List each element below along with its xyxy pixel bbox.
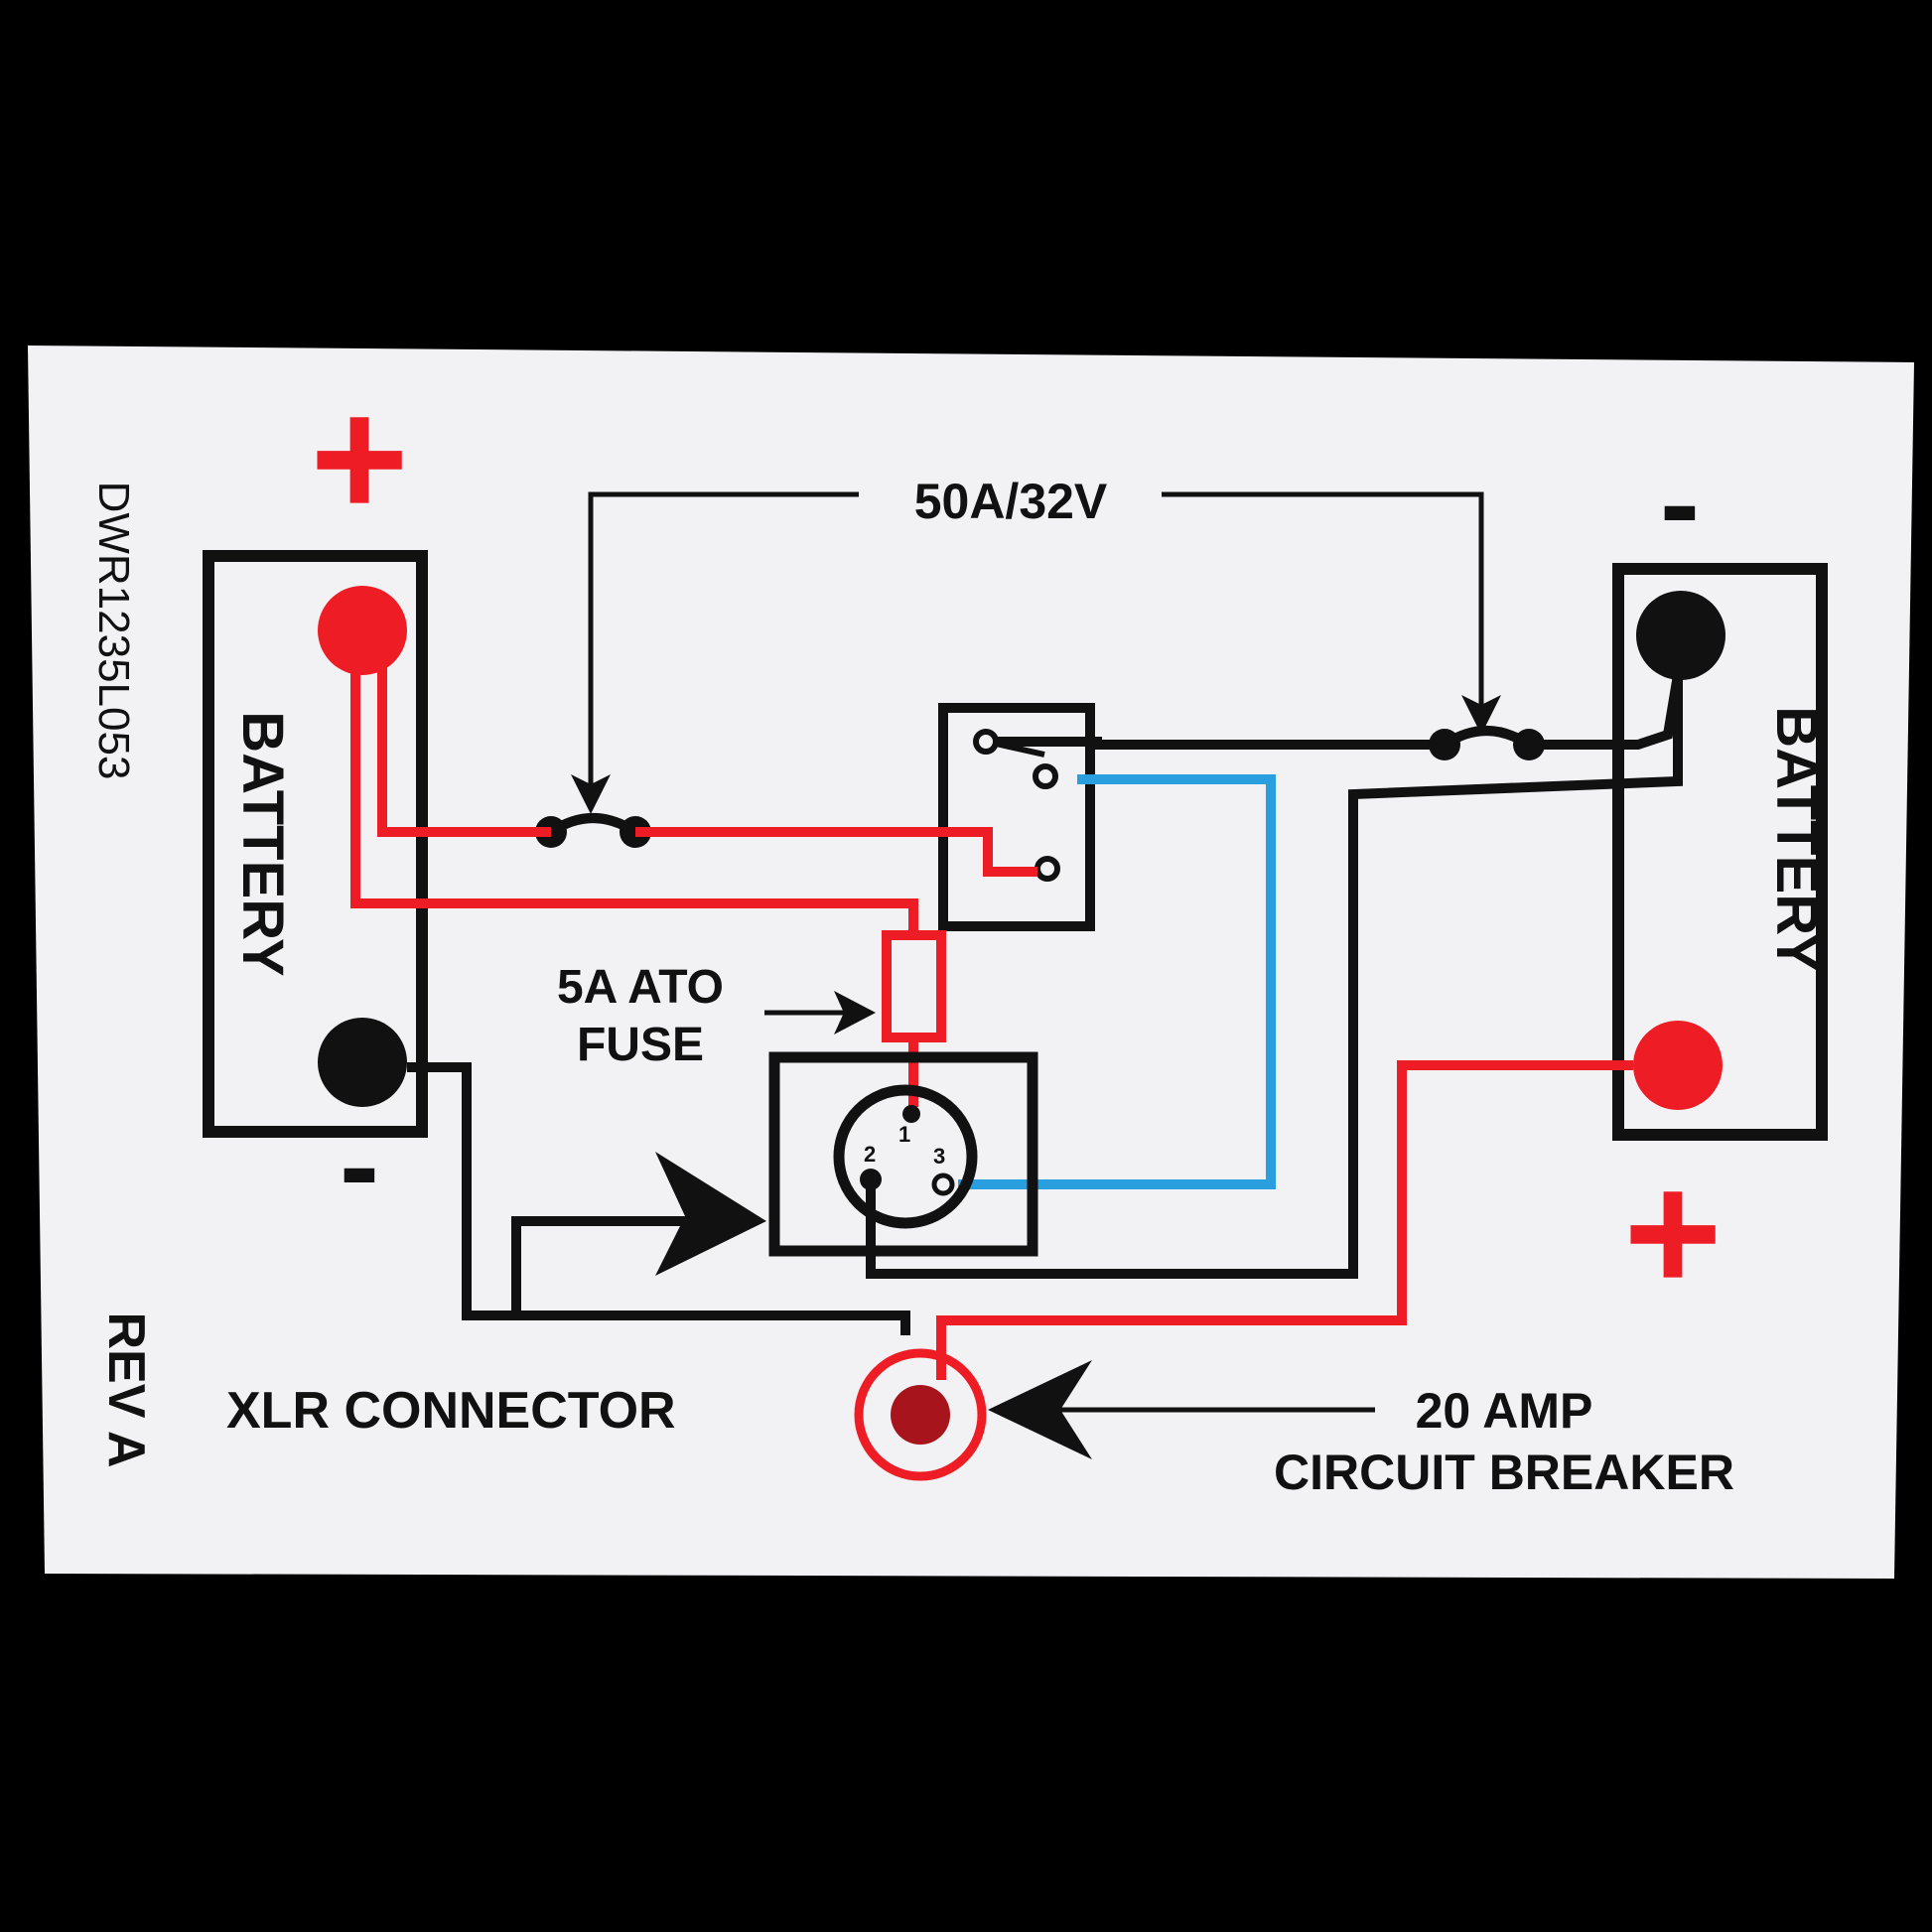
circuit-breaker-label-line1: 20 AMP: [1416, 1383, 1593, 1439]
xlr-connector-label: XLR CONNECTOR: [226, 1382, 676, 1440]
black-wire-xlr-lead: [511, 1216, 755, 1320]
right-battery-negative-terminal: [1636, 591, 1725, 680]
breaker-rating-label: 50A/32V: [914, 474, 1108, 529]
text-labels: DWR1235L053 REV A 50A/32V 5A ATO FUSE XL…: [89, 474, 1734, 1500]
right-battery-label: BATTERY: [1764, 706, 1829, 971]
xlr-pin3: [931, 1173, 955, 1196]
red-wire-right-pos-to-breaker: [936, 1060, 1633, 1380]
red-wire-left-pos-to-fuse: [350, 655, 918, 933]
xlr-socket-ring: [833, 1084, 978, 1229]
arrow-head-xlr: [655, 1152, 766, 1276]
circuit-breaker-core: [891, 1385, 950, 1445]
right-battery-positive-terminal: [1633, 1021, 1723, 1110]
fuse-label-line1: 5A ATO: [557, 961, 724, 1014]
right-minus-sign: -: [1660, 437, 1700, 570]
left-battery-positive-terminal: [318, 586, 407, 675]
label-card: [28, 345, 1914, 1579]
selector-switch: [938, 703, 1095, 931]
left-battery-negative-terminal: [318, 1018, 407, 1107]
circuit-breaker-ring: [854, 1348, 987, 1481]
fuse-5a-body: [882, 930, 946, 1042]
part-number: DWR1235L053: [89, 482, 138, 780]
circuit-breaker-label-line2: CIRCUIT BREAKER: [1274, 1445, 1734, 1500]
xlr-connector: 1 2 3: [768, 1051, 1038, 1257]
arrow-head-cb: [988, 1360, 1092, 1459]
arrow-head-50a-left: [571, 774, 611, 814]
black-wiring: [407, 674, 1683, 1335]
arrow-head-50a-right: [1461, 695, 1501, 735]
arrow-50a-left-leader: [588, 491, 859, 799]
red-wiring: [350, 645, 1633, 1380]
polarity-marks: + - - +: [310, 364, 1722, 1327]
breaker-50a-right: [1429, 726, 1545, 760]
arrow-heads: [571, 695, 1501, 1459]
black-wire-left-neg-to-xlr: [407, 1062, 910, 1335]
annotation-arrows: [588, 491, 1484, 1413]
left-minus-sign: -: [340, 1099, 379, 1232]
red-wire-left-pos-to-switch: [377, 645, 551, 837]
switch-contact-mid: [1033, 763, 1058, 789]
right-plus-sign: +: [1623, 1139, 1722, 1327]
xlr-pin2-label: 2: [864, 1142, 876, 1167]
revision-label: REV A: [97, 1312, 155, 1468]
right-battery-outline: [1612, 563, 1828, 1141]
xlr-pin3-label: 3: [933, 1144, 945, 1169]
arrow-head-fuse: [834, 991, 876, 1035]
xlr-housing: [768, 1051, 1038, 1257]
xlr-pin1-label: 1: [898, 1122, 910, 1147]
xlr-pin1: [902, 1105, 920, 1123]
blue-wire-switch-to-xlr-pin3: [958, 774, 1276, 1189]
circuit-breaker-20a: [854, 1348, 987, 1481]
fuse-label-line2: FUSE: [577, 1019, 704, 1071]
black-wire-switch-to-right-neg: [996, 737, 1430, 750]
left-battery-label: BATTERY: [230, 711, 295, 976]
switch-box: [938, 703, 1095, 931]
arrow-50a-right-leader: [1162, 491, 1484, 715]
left-plus-sign: +: [310, 364, 408, 553]
xlr-pin2: [860, 1169, 882, 1190]
right-battery: BATTERY: [1612, 563, 1829, 1141]
black-wire-right-neg-to-xlr-pin2: [866, 675, 1683, 1279]
